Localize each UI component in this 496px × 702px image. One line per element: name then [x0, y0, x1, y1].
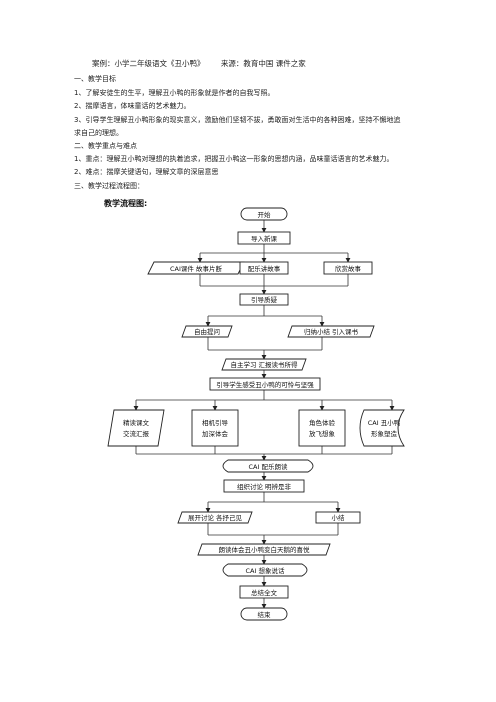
case-title-line: 案例：小学二年级语文《丑小鸭》 来源：教育中国 课件之家 — [92, 59, 306, 69]
swan-label: 朗读体会丑小鸭变白天鹅的喜悦 — [219, 545, 311, 554]
guide-deepen-label-1: 相机引导 — [202, 418, 229, 427]
read-aloud-label-2: 交流汇报 — [123, 429, 150, 438]
end-node — [240, 607, 288, 621]
guide-deepen-node — [191, 409, 239, 447]
summarize-label: 归纳小结 引入课书 — [304, 327, 359, 336]
enjoy-story-node — [323, 261, 373, 275]
enjoy-story-label: 欣赏故事 — [335, 264, 362, 273]
flowchart-svg: 教学流程图: — [103, 198, 405, 621]
small-summary-node — [315, 511, 361, 524]
cai-story-label: CAI课件 故事片断 — [170, 264, 222, 273]
music-story-node — [239, 261, 289, 275]
summarize-node — [287, 325, 375, 338]
expand-discuss-node — [177, 511, 253, 524]
case-title: 案例：小学二年级语文《丑小鸭》 — [92, 59, 205, 68]
small-summary-label: 小结 — [332, 513, 346, 522]
flowchart-labels: 开始 导入新课 CAI课件 故事片断 配乐讲故事 欣赏故事 引导质疑 自由提问 … — [123, 210, 401, 619]
cai-music-read-node — [222, 459, 314, 473]
cai-story-node — [147, 261, 245, 275]
flowchart-shapes — [107, 207, 405, 621]
feel-label: 引导学生感受丑小鸭的可怜与坚强 — [216, 380, 314, 389]
role-play-label-2: 放飞想象 — [309, 429, 336, 438]
source-label: 来源：教育中国 课件之家 — [220, 59, 306, 68]
read-aloud-label-1: 精读课文 — [123, 418, 150, 427]
guide-deepen-label-2: 加深体会 — [202, 429, 229, 438]
flowchart-caption: 教学流程图: — [103, 198, 147, 208]
free-question-node — [181, 325, 233, 338]
cai-imagine-label: CAI 想象说话 — [246, 566, 285, 575]
goal-item-3-cont: 求自己的理想。 — [74, 129, 123, 137]
end-label: 结束 — [258, 610, 272, 619]
expand-discuss-label: 展开讨论 各抒己见 — [188, 513, 243, 522]
guide-question-node — [239, 293, 289, 306]
read-aloud-node — [107, 409, 165, 447]
teaching-flowchart: 教学流程图: — [98, 192, 406, 630]
cai-duck-node — [359, 409, 405, 447]
conclude-node — [239, 585, 289, 599]
goal-item-3: 3、引导学生理解丑小鸭形象的现实意义，激励他们坚韧不拔，勇敢面对生活中的各种困难… — [74, 116, 401, 124]
cai-duck-label-2: 形象塑造 — [371, 429, 398, 438]
intro-label: 导入新课 — [251, 234, 278, 243]
key-point-1: 1、重点：理解丑小鸭对理想的执着追求，把握丑小鸭这一形象的思想内涵，品味童话语言… — [74, 155, 394, 163]
goal-item-2: 2、揣摩语言，体味童话的艺术魅力。 — [74, 102, 191, 110]
cai-duck-label-1: CAI 丑小鸭 — [368, 418, 401, 427]
music-story-label: 配乐讲故事 — [248, 264, 281, 273]
free-question-label: 自由提问 — [194, 327, 220, 336]
self-study-node — [221, 358, 307, 371]
key-point-2: 2、难点：揣摩关键语句，理解文章的深层意思 — [74, 168, 219, 176]
start-node — [240, 207, 288, 221]
section2-heading: 二、教学重点与难点 — [74, 142, 137, 150]
conclude-label: 总结全文 — [251, 588, 278, 597]
section3-heading: 三、教学过程流程图： — [74, 182, 144, 190]
feel-node — [209, 377, 321, 391]
guide-question-label: 引导质疑 — [251, 295, 278, 304]
self-study-label: 自主学习 汇报读书所得 — [230, 360, 298, 369]
section1-heading: 一、教学目标 — [74, 75, 116, 83]
goal-item-1: 1、了解安徒生的生平，理解丑小鸭的形象就是作者的自我写照。 — [74, 89, 275, 97]
swan-node — [197, 543, 331, 556]
flowchart-connectors — [133, 220, 395, 609]
discuss-label: 组织讨论 明辨是非 — [237, 482, 292, 491]
intro-node — [237, 231, 291, 245]
role-play-label-1: 角色体验 — [309, 418, 336, 427]
start-label: 开始 — [258, 210, 272, 219]
cai-imagine-node — [222, 563, 308, 577]
role-play-node — [298, 409, 346, 447]
cai-music-read-label: CAI 配乐朗读 — [249, 462, 288, 471]
discuss-node — [223, 479, 305, 493]
